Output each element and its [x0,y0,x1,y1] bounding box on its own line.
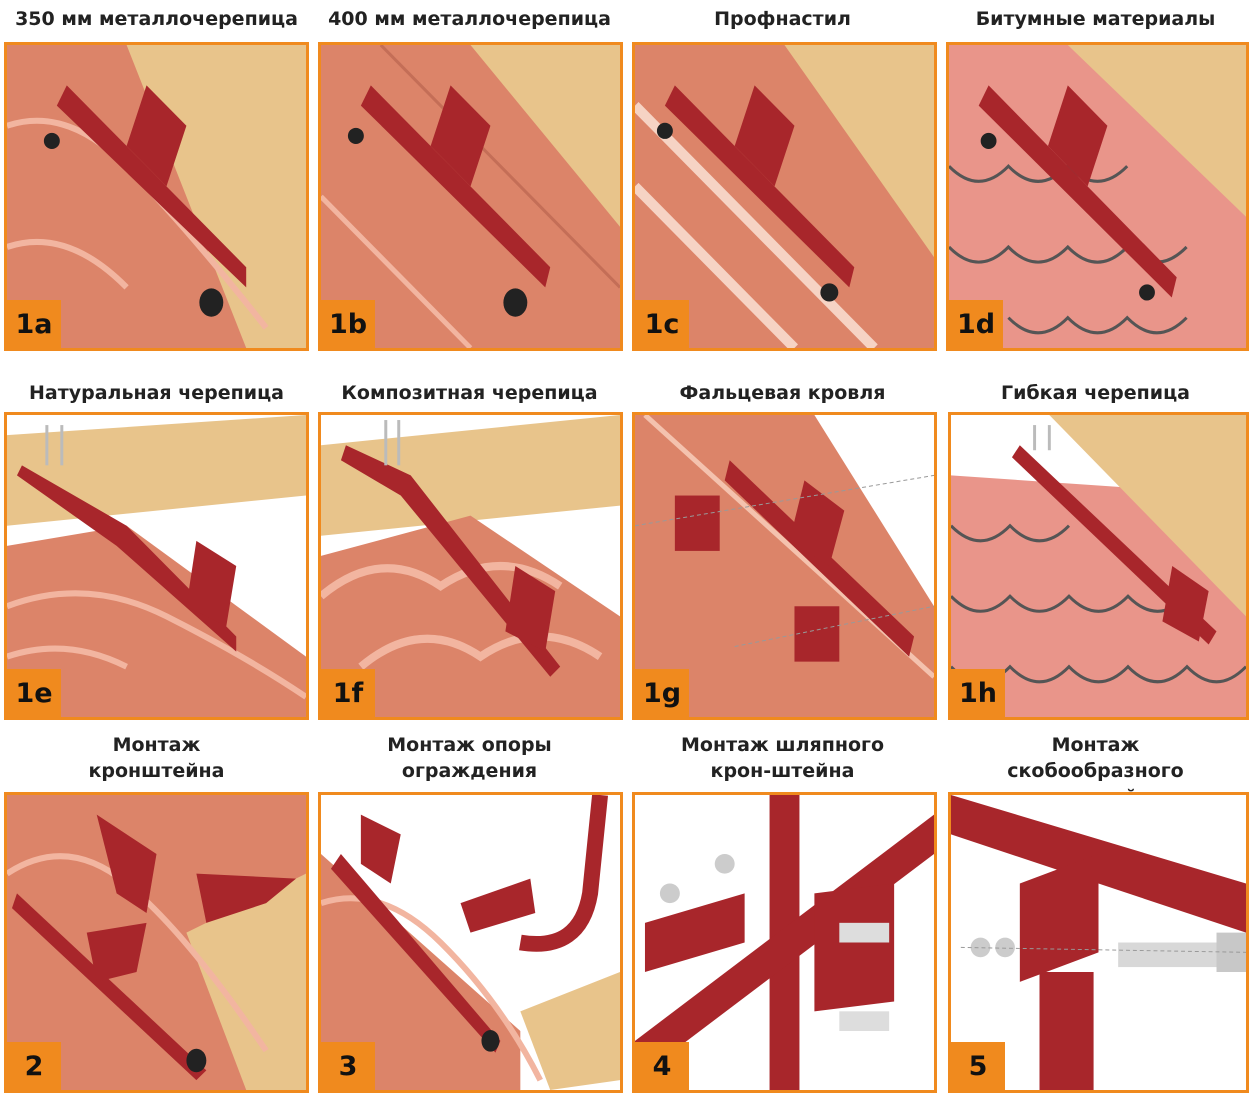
panel-image: 5 [948,792,1249,1093]
panel-image: 1e [4,412,309,720]
panel-1f: Композитная черепица 1f [313,372,626,724]
panel-4: Монтаж шляпного крон-штейна 4 [626,724,939,1093]
panel-image: 1c [632,42,937,351]
panel-image: 1g [632,412,937,720]
panel-title: Фальцевая кровля [626,380,939,406]
panel-2: Монтаж кронштейна регулировочного 2 [0,724,313,1093]
panel-1h: Гибкая черепица 1h [939,372,1252,724]
panel-badge: 1f [321,669,375,717]
panel-title: Монтаж опоры ограждения [313,732,626,784]
panel-badge: 1h [951,669,1005,717]
panel-badge: 1e [7,669,61,717]
panel-image: 1a [4,42,309,351]
panel-badge: 5 [951,1042,1005,1090]
panel-title: 400 мм металлочерепица [313,6,626,32]
panel-title: Гибкая черепица [939,380,1252,406]
panel-badge: 4 [635,1042,689,1090]
panel-1a: 350 мм металлочерепица 1a [0,0,313,356]
panel-image: 1b [318,42,623,351]
panel-1c: Профнастил 1c [626,0,939,356]
panel-image: 1d [946,42,1249,351]
panel-badge: 3 [321,1042,375,1090]
panel-badge: 1b [321,300,375,348]
panel-1e: Натуральная черепица 1e [0,372,313,724]
panel-badge: 1d [949,300,1003,348]
panel-3: Монтаж опоры ограждения 3 [313,724,626,1093]
panel-title: Натуральная черепица [0,380,313,406]
panel-1b: 400 мм металлочерепица 1b [313,0,626,356]
panel-image: 1f [318,412,623,720]
panel-title: 350 мм металлочерепица [0,6,313,32]
panel-image: 1h [948,412,1249,720]
panel-1g: Фальцевая кровля 1g [626,372,939,724]
panel-badge: 1g [635,669,689,717]
panel-title: Монтаж шляпного крон-штейна [626,732,939,784]
panel-title: Композитная черепица [313,380,626,406]
panel-1d: Битумные материалы 1d [939,0,1252,356]
panel-badge: 1c [635,300,689,348]
panel-badge: 1a [7,300,61,348]
panel-image: 3 [318,792,623,1093]
panel-image: 4 [632,792,937,1093]
panel-title: Битумные материалы [939,6,1252,32]
panel-5: Монтаж скобообразного кронштейна 5 [939,724,1252,1093]
panel-image: 2 [4,792,309,1093]
panel-title: Профнастил [626,6,939,32]
panel-badge: 2 [7,1042,61,1090]
